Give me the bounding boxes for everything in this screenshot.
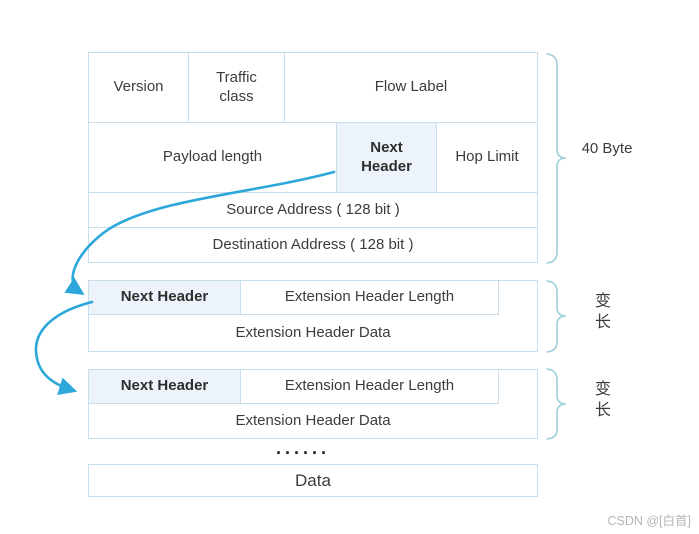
- ellipsis-dots: ......: [275, 438, 330, 458]
- data-box: Data: [88, 464, 538, 497]
- payload-length-cell: Payload length: [89, 123, 337, 193]
- extension-header-1-top-row: Next Header Extension Header Length: [89, 281, 537, 315]
- forty-byte-label: 40 Byte: [581, 140, 633, 157]
- next-header-cell: Next Header: [337, 123, 437, 193]
- extension-header-2-top-row: Next Header Extension Header Length: [89, 370, 537, 404]
- variable-length-label-2: 变长: [594, 381, 611, 419]
- version-cell: Version: [89, 53, 189, 123]
- ext1-header-data-cell: Extension Header Data: [89, 315, 537, 351]
- variable-length-label-1: 变长: [594, 293, 611, 331]
- flow-label-cell: Flow Label: [285, 53, 537, 123]
- ext1-next-header-cell: Next Header: [89, 281, 241, 315]
- extension-header-block-2: Next Header Extension Header Length Exte…: [88, 369, 538, 439]
- ext2-next-header-cell: Next Header: [89, 370, 241, 404]
- header-row-3: Source Address ( 128 bit ): [89, 193, 537, 228]
- ext1-filler-cell: [499, 281, 537, 315]
- header-row-4: Destination Address ( 128 bit ): [89, 228, 537, 262]
- header-row-1: Version Traffic class Flow Label: [89, 53, 537, 123]
- ext2-header-data-cell: Extension Header Data: [89, 404, 537, 438]
- ipv6-fixed-header-table: Version Traffic class Flow Label Payload…: [88, 52, 538, 263]
- arrow-ext1-to-ext2-icon: [34, 300, 94, 395]
- source-address-cell: Source Address ( 128 bit ): [89, 193, 537, 228]
- brace-40-byte-icon: [546, 53, 567, 264]
- ext1-header-length-cell: Extension Header Length: [241, 281, 499, 315]
- csdn-watermark: CSDN @[白首]: [607, 514, 691, 528]
- ext2-filler-cell: [499, 370, 537, 404]
- destination-address-cell: Destination Address ( 128 bit ): [89, 228, 537, 262]
- brace-variable-length-2-icon: [546, 368, 567, 440]
- hop-limit-cell: Hop Limit: [437, 123, 537, 193]
- brace-variable-length-1-icon: [546, 280, 567, 353]
- extension-header-block-1: Next Header Extension Header Length Exte…: [88, 280, 538, 352]
- header-row-2: Payload length Next Header Hop Limit: [89, 123, 537, 193]
- traffic-class-cell: Traffic class: [189, 53, 285, 123]
- ext2-header-length-cell: Extension Header Length: [241, 370, 499, 404]
